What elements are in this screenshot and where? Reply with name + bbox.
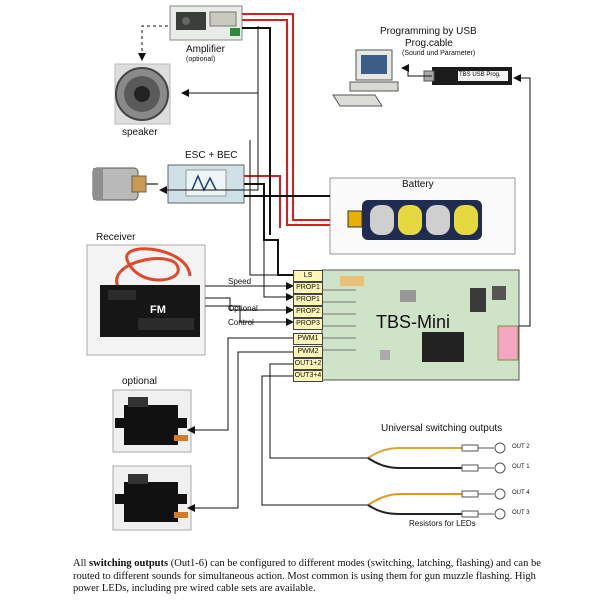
footer-bold-term: switching outputs: [89, 558, 169, 569]
computer-image: [332, 49, 399, 107]
servo-2: [112, 465, 192, 531]
signal-speed-label: Speed: [228, 277, 252, 286]
receiver-label: Receiver: [96, 232, 136, 243]
footer-description: All switching outputs (Out1-6) can be co…: [73, 558, 543, 596]
amplifier-label: Amplifier: [186, 44, 225, 55]
switching-title: Universal switching outputs: [381, 423, 503, 434]
output-label-3: OUT 3: [512, 510, 530, 516]
footer-intro: All: [73, 558, 90, 569]
amplifier-note: (optional): [186, 56, 216, 63]
motor-image: [92, 167, 158, 201]
amplifier-module: [169, 5, 243, 41]
speaker-label: speaker: [122, 127, 158, 138]
receiver-brand: FM: [150, 304, 166, 316]
signal-lines: [138, 25, 531, 512]
output-label-1: OUT 1: [512, 464, 530, 470]
battery-pack: [329, 177, 516, 255]
speaker-image: [114, 63, 171, 125]
servo-1: [112, 389, 192, 453]
pin-ls: LS: [293, 270, 323, 282]
pin-out34: OUT3+4: [293, 370, 323, 382]
servo-optional-label: optional: [122, 376, 158, 387]
pin-pwm1: PWM1: [293, 333, 323, 345]
battery-label: Battery: [402, 179, 434, 190]
pin-prop1-b: PROP1: [293, 294, 323, 306]
footer-rest: (Out1-6) can be configured to different …: [73, 558, 541, 594]
receiver-image: [86, 244, 206, 356]
resistors-label: Resistors for LEDs: [409, 519, 476, 528]
programming-title-2: Prog.cable: [405, 38, 453, 49]
led-outputs: [367, 442, 506, 520]
programming-note: (Sound und Parameter): [402, 50, 476, 57]
pin-prop2: PROP2: [293, 306, 323, 318]
output-label-2: OUT 2: [512, 444, 530, 450]
pin-prop3: PROP3: [293, 318, 323, 330]
usb-device-label: TBS USB Prog.: [459, 72, 501, 78]
esc-module: [167, 164, 245, 204]
pin-pwm2: PWM2: [293, 346, 323, 358]
tbs-mini-board: [321, 269, 520, 381]
pin-prop1-a: PROP1: [293, 282, 323, 294]
signal-optional-label: Optional: [228, 304, 258, 313]
signal-control-label: Control: [228, 318, 254, 327]
pin-out12: OUT1+2: [293, 358, 323, 370]
power-wires: [242, 13, 330, 276]
esc-label: ESC + BEC: [185, 150, 238, 161]
board-title: TBS-Mini: [376, 312, 451, 332]
output-label-4: OUT 4: [512, 490, 530, 496]
programming-title-1: Programming by USB: [380, 26, 477, 37]
